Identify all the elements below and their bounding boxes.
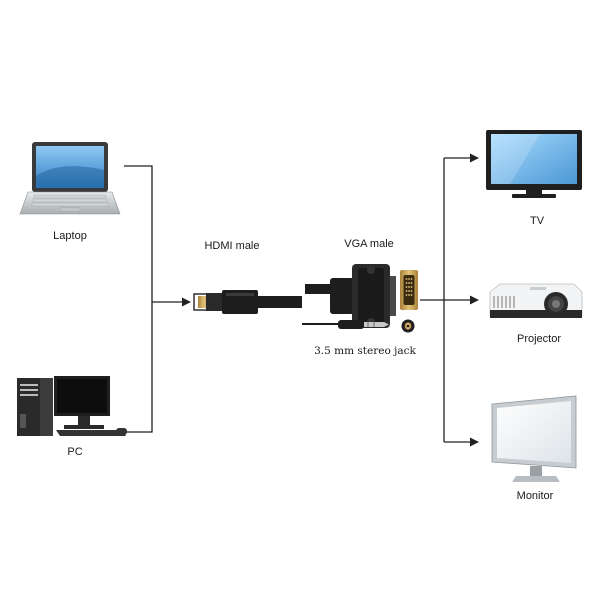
vga-male-label: VGA male — [344, 238, 394, 250]
tv-icon — [486, 130, 582, 198]
projector-icon — [489, 283, 583, 318]
connector-lines — [124, 153, 479, 447]
stereo-jack-label: 3.5 mm stereo jack — [314, 345, 416, 357]
tv-label: TV — [529, 215, 545, 227]
audio-jack-icon — [302, 319, 415, 333]
vga-connector-icon — [305, 264, 418, 328]
monitor-icon — [491, 395, 577, 482]
projector-label: Projector — [516, 333, 562, 345]
laptop-label: Laptop — [53, 230, 87, 242]
hdmi-plug-icon — [193, 290, 302, 314]
desktop-pc-icon — [17, 376, 127, 436]
laptop-icon — [19, 142, 121, 215]
hdmi-male-label: HDMI male — [204, 240, 260, 252]
pc-label: PC — [67, 446, 83, 458]
monitor-label: Monitor — [516, 490, 554, 502]
laptop-connector-line — [124, 165, 153, 433]
